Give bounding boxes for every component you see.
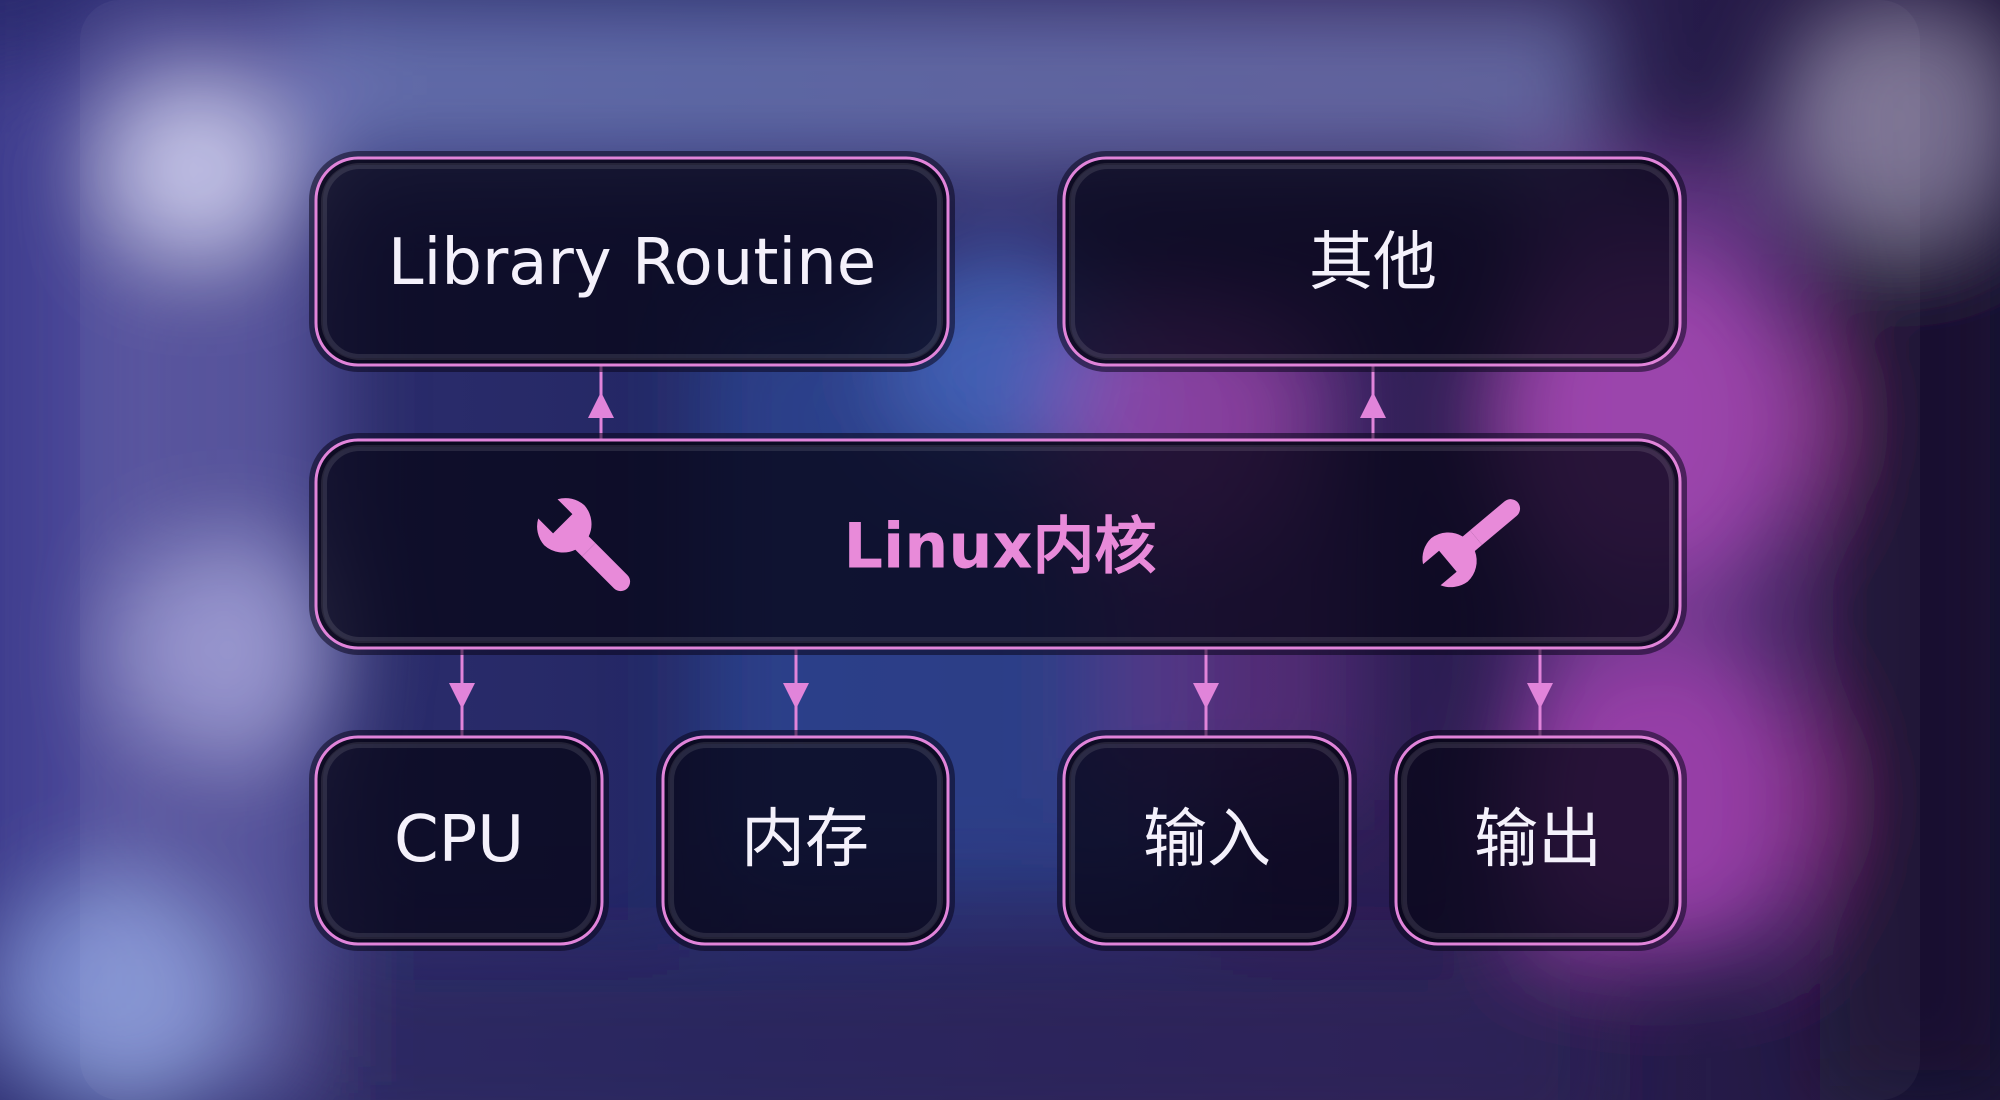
node-label-other: 其他 bbox=[1309, 226, 1437, 300]
connector-kernel-to-cpu bbox=[449, 648, 475, 737]
node-library-routine: Library Routine bbox=[309, 151, 955, 372]
wrench-icon bbox=[537, 498, 631, 592]
node-other: 其他 bbox=[1057, 151, 1687, 372]
wrench-icon bbox=[1422, 499, 1521, 588]
node-label-memory: 内存 bbox=[741, 803, 869, 877]
node-label-input: 输入 bbox=[1143, 803, 1271, 877]
node-label-kernel: Linux内核 bbox=[843, 510, 1156, 583]
node-input: 输入 bbox=[1057, 730, 1357, 951]
connector-kernel-to-output bbox=[1527, 648, 1553, 737]
node-kernel: Linux内核 bbox=[309, 433, 1687, 655]
connector-kernel-to-other bbox=[1360, 365, 1386, 440]
connector-kernel-to-library-routine bbox=[588, 365, 614, 440]
node-cpu: CPU bbox=[309, 730, 609, 951]
connector-kernel-to-memory bbox=[783, 648, 809, 737]
node-label-cpu: CPU bbox=[394, 803, 524, 877]
connector-kernel-to-input bbox=[1193, 648, 1219, 737]
node-memory: 内存 bbox=[656, 730, 955, 951]
node-label-library-routine: Library Routine bbox=[388, 226, 876, 300]
node-label-output: 输出 bbox=[1474, 803, 1602, 877]
node-output: 输出 bbox=[1389, 730, 1687, 951]
